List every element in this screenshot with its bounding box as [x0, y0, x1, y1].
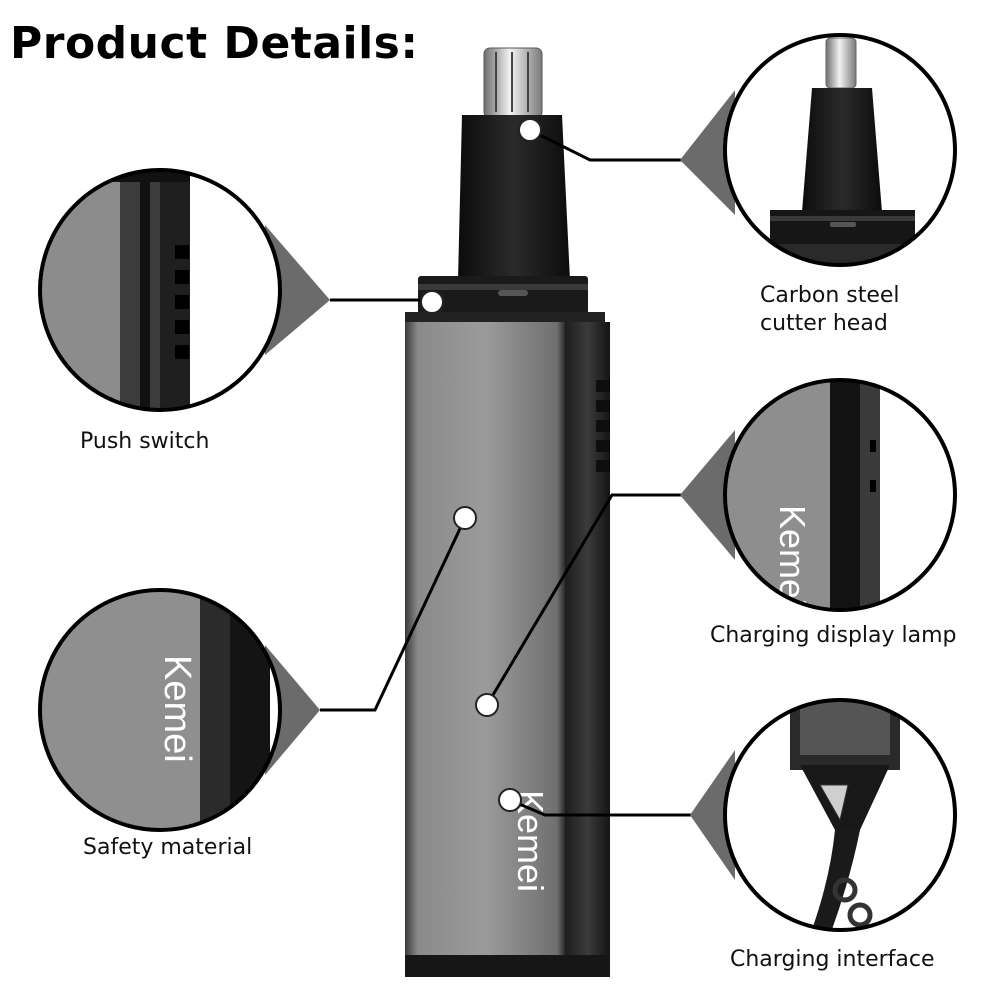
safety-zoom-brand-text: Kemei: [156, 655, 198, 763]
safety-material-label: Safety material: [83, 835, 253, 860]
zoom-charging-interface: [723, 698, 957, 932]
cutter-head-label-line1: Carbon steel: [760, 283, 900, 308]
zoom-safety-material: Kemei: [38, 588, 282, 832]
cutter-head-label-line2: cutter head: [760, 311, 888, 336]
cutter-head-label: Carbon steel cutter head: [760, 282, 900, 338]
zoom-push-switch: [38, 168, 282, 412]
page-title: Product Details:: [10, 18, 419, 69]
dot-charging-interface: [498, 788, 522, 812]
lamp-zoom-brand-text: Kemei: [772, 505, 813, 607]
dot-safety-material: [453, 506, 477, 530]
dot-cutter-head: [518, 118, 542, 142]
callout-connectors: [320, 128, 700, 817]
zoom-cutter-head: [723, 33, 957, 267]
charging-lamp-label: Charging display lamp: [710, 623, 957, 648]
callout-pointers: [265, 90, 735, 880]
dot-push-switch: [420, 290, 444, 314]
zoom-charging-lamp: Kemei: [723, 378, 957, 612]
dot-charging-lamp: [475, 693, 499, 717]
trimmer-body: Kemei: [405, 47, 610, 977]
callout-dots: [420, 118, 542, 812]
charging-interface-label: Charging interface: [730, 947, 935, 972]
push-switch-label: Push switch: [80, 429, 210, 454]
